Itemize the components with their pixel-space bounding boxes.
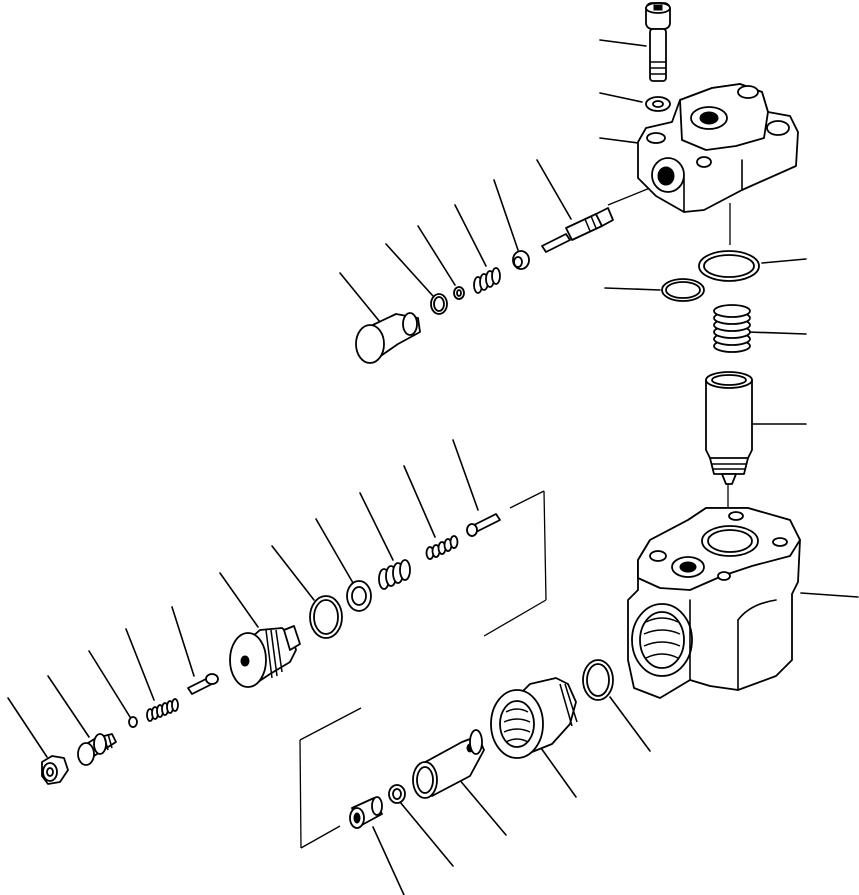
poppet-lower bbox=[187, 673, 219, 695]
adjust-screw bbox=[77, 733, 117, 766]
o-ring-body-port bbox=[582, 659, 614, 701]
o-ring-cover-large bbox=[698, 250, 760, 282]
ring-bottom bbox=[388, 784, 406, 804]
plug-upper bbox=[355, 312, 421, 364]
spring-small-upper bbox=[473, 267, 501, 294]
spring-mid-small bbox=[425, 535, 459, 560]
spring-lower bbox=[146, 698, 179, 722]
sleeve-nut bbox=[490, 677, 578, 759]
needle-pin bbox=[466, 513, 501, 537]
spring-main bbox=[713, 304, 751, 353]
washer-mid bbox=[346, 580, 372, 612]
bolt bbox=[645, 2, 671, 82]
ring-small-upper bbox=[453, 286, 465, 300]
o-ring-upper-plug bbox=[430, 293, 448, 315]
lock-nut bbox=[41, 755, 69, 785]
valve-cap bbox=[229, 625, 301, 688]
seat-upper bbox=[512, 250, 530, 270]
leader-lines bbox=[7, 39, 859, 895]
valve-cover bbox=[637, 83, 799, 213]
washer-top bbox=[645, 96, 671, 112]
sleeve bbox=[412, 729, 485, 799]
o-ring-mid bbox=[309, 595, 343, 639]
ring-lower bbox=[128, 716, 138, 728]
spring-mid-large bbox=[378, 559, 411, 590]
small-piston bbox=[349, 796, 383, 829]
poppet-upper bbox=[541, 207, 614, 253]
o-ring-cover-small bbox=[661, 278, 705, 302]
valve-body bbox=[627, 507, 801, 699]
piston-main bbox=[705, 371, 753, 485]
